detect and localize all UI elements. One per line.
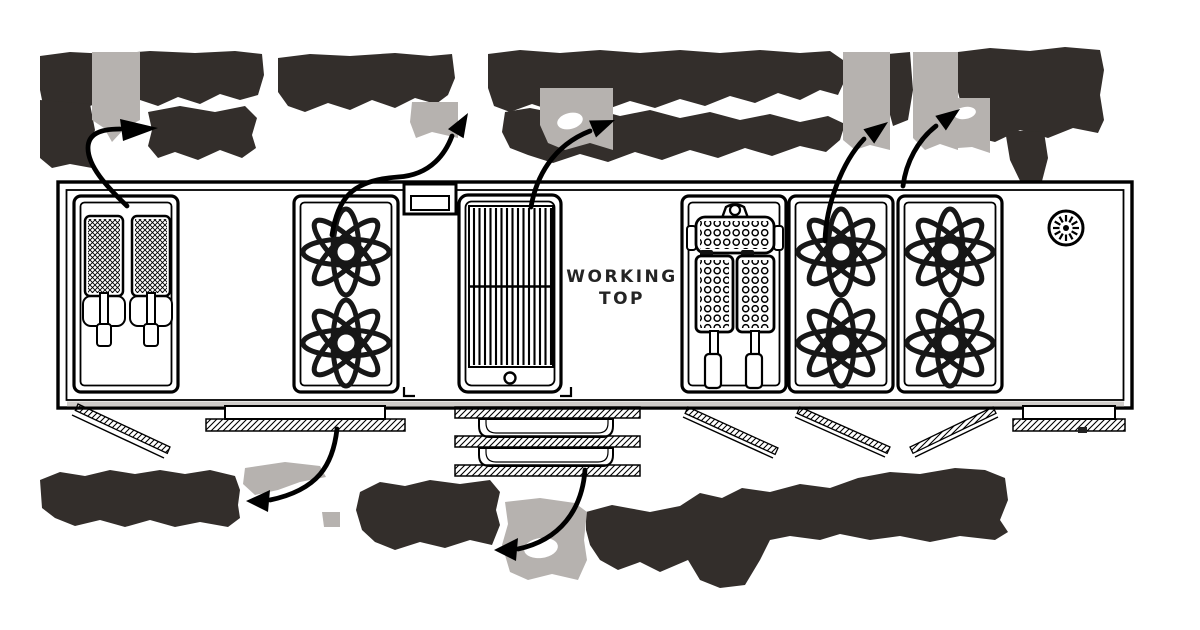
redacted-label-blobs-bottom — [40, 468, 1008, 588]
callout-arrow — [822, 122, 888, 244]
pasta-basket-vertical — [694, 254, 735, 390]
counter-inner-border — [65, 189, 1125, 401]
control-box — [402, 182, 458, 216]
diagonal-brace — [794, 406, 891, 458]
drawer-front — [478, 418, 614, 438]
redaction-blob — [954, 47, 1104, 142]
redaction-blob — [356, 480, 500, 550]
white-cloud — [275, 496, 309, 518]
redaction-blob — [40, 100, 95, 168]
counter-shadow-band — [67, 401, 1124, 407]
callout-arrow — [494, 467, 588, 561]
working-top-label-line2: TOP — [599, 289, 645, 309]
white-clouds-top — [557, 106, 976, 130]
corner-mark — [560, 387, 573, 398]
two-burner-unit — [896, 194, 1004, 394]
diagonal-brace — [909, 406, 999, 458]
griddle-plate-icon — [468, 205, 554, 385]
drawer-rail — [454, 464, 641, 477]
drawer-front — [478, 447, 614, 467]
light-patch — [92, 52, 140, 142]
redacted-label-blobs-top — [40, 47, 1104, 185]
redaction-blob — [278, 53, 455, 112]
under-counter-supports — [71, 403, 1126, 477]
redaction-blob — [148, 106, 257, 160]
callout-arrow — [900, 109, 960, 189]
corner-mark — [402, 387, 415, 398]
white-cloud — [557, 112, 583, 130]
redaction-blob — [40, 51, 264, 110]
callout-arrow — [329, 113, 468, 238]
two-burner-unit — [292, 194, 400, 394]
diagonal-brace — [71, 403, 171, 459]
working-top-label-line1: WORKING — [566, 267, 677, 287]
white-cloud — [954, 106, 976, 120]
gas-pilot-icon — [1047, 209, 1085, 247]
callout-arrow — [246, 426, 340, 512]
fryer-basket-icon — [129, 214, 173, 347]
callout-arrow — [528, 120, 615, 210]
light-patch — [843, 52, 890, 150]
fryer-unit — [72, 194, 180, 394]
working-top-area: WORKING TOP — [566, 267, 677, 309]
pasta-basket-vertical — [735, 254, 776, 390]
counter-unit: WORKING TOP — [56, 180, 1134, 410]
shelf-foot — [1012, 405, 1126, 433]
fryer-basket-icon — [82, 214, 126, 347]
basket-tab-ring — [728, 203, 742, 217]
pasta-cooker-unit — [680, 194, 788, 394]
diagonal-brace — [682, 406, 779, 459]
griddle-frame-inner — [464, 200, 556, 387]
light-patch — [913, 52, 958, 150]
drawer-rail — [454, 406, 641, 419]
redaction-blob — [886, 52, 913, 126]
griddle-unit — [457, 193, 563, 394]
foot-nub — [1078, 427, 1087, 433]
callout-arrows — [85, 109, 960, 561]
callout-arrow — [85, 119, 158, 209]
redaction-blob — [40, 470, 240, 527]
light-patch — [322, 512, 340, 527]
pasta-frame-inner — [687, 201, 781, 387]
drawer-stack — [454, 406, 641, 477]
two-burner-unit — [787, 194, 895, 394]
shelf-foot — [205, 405, 406, 432]
light-patch — [410, 102, 458, 138]
griddle-drain-icon — [503, 371, 517, 385]
drawer-rail — [454, 435, 641, 448]
pasta-basket-horizontal — [694, 215, 776, 255]
redaction-blob — [586, 468, 1008, 588]
light-patch — [958, 98, 990, 153]
light-patch — [243, 462, 326, 495]
redaction-blob-tail — [1005, 130, 1048, 185]
